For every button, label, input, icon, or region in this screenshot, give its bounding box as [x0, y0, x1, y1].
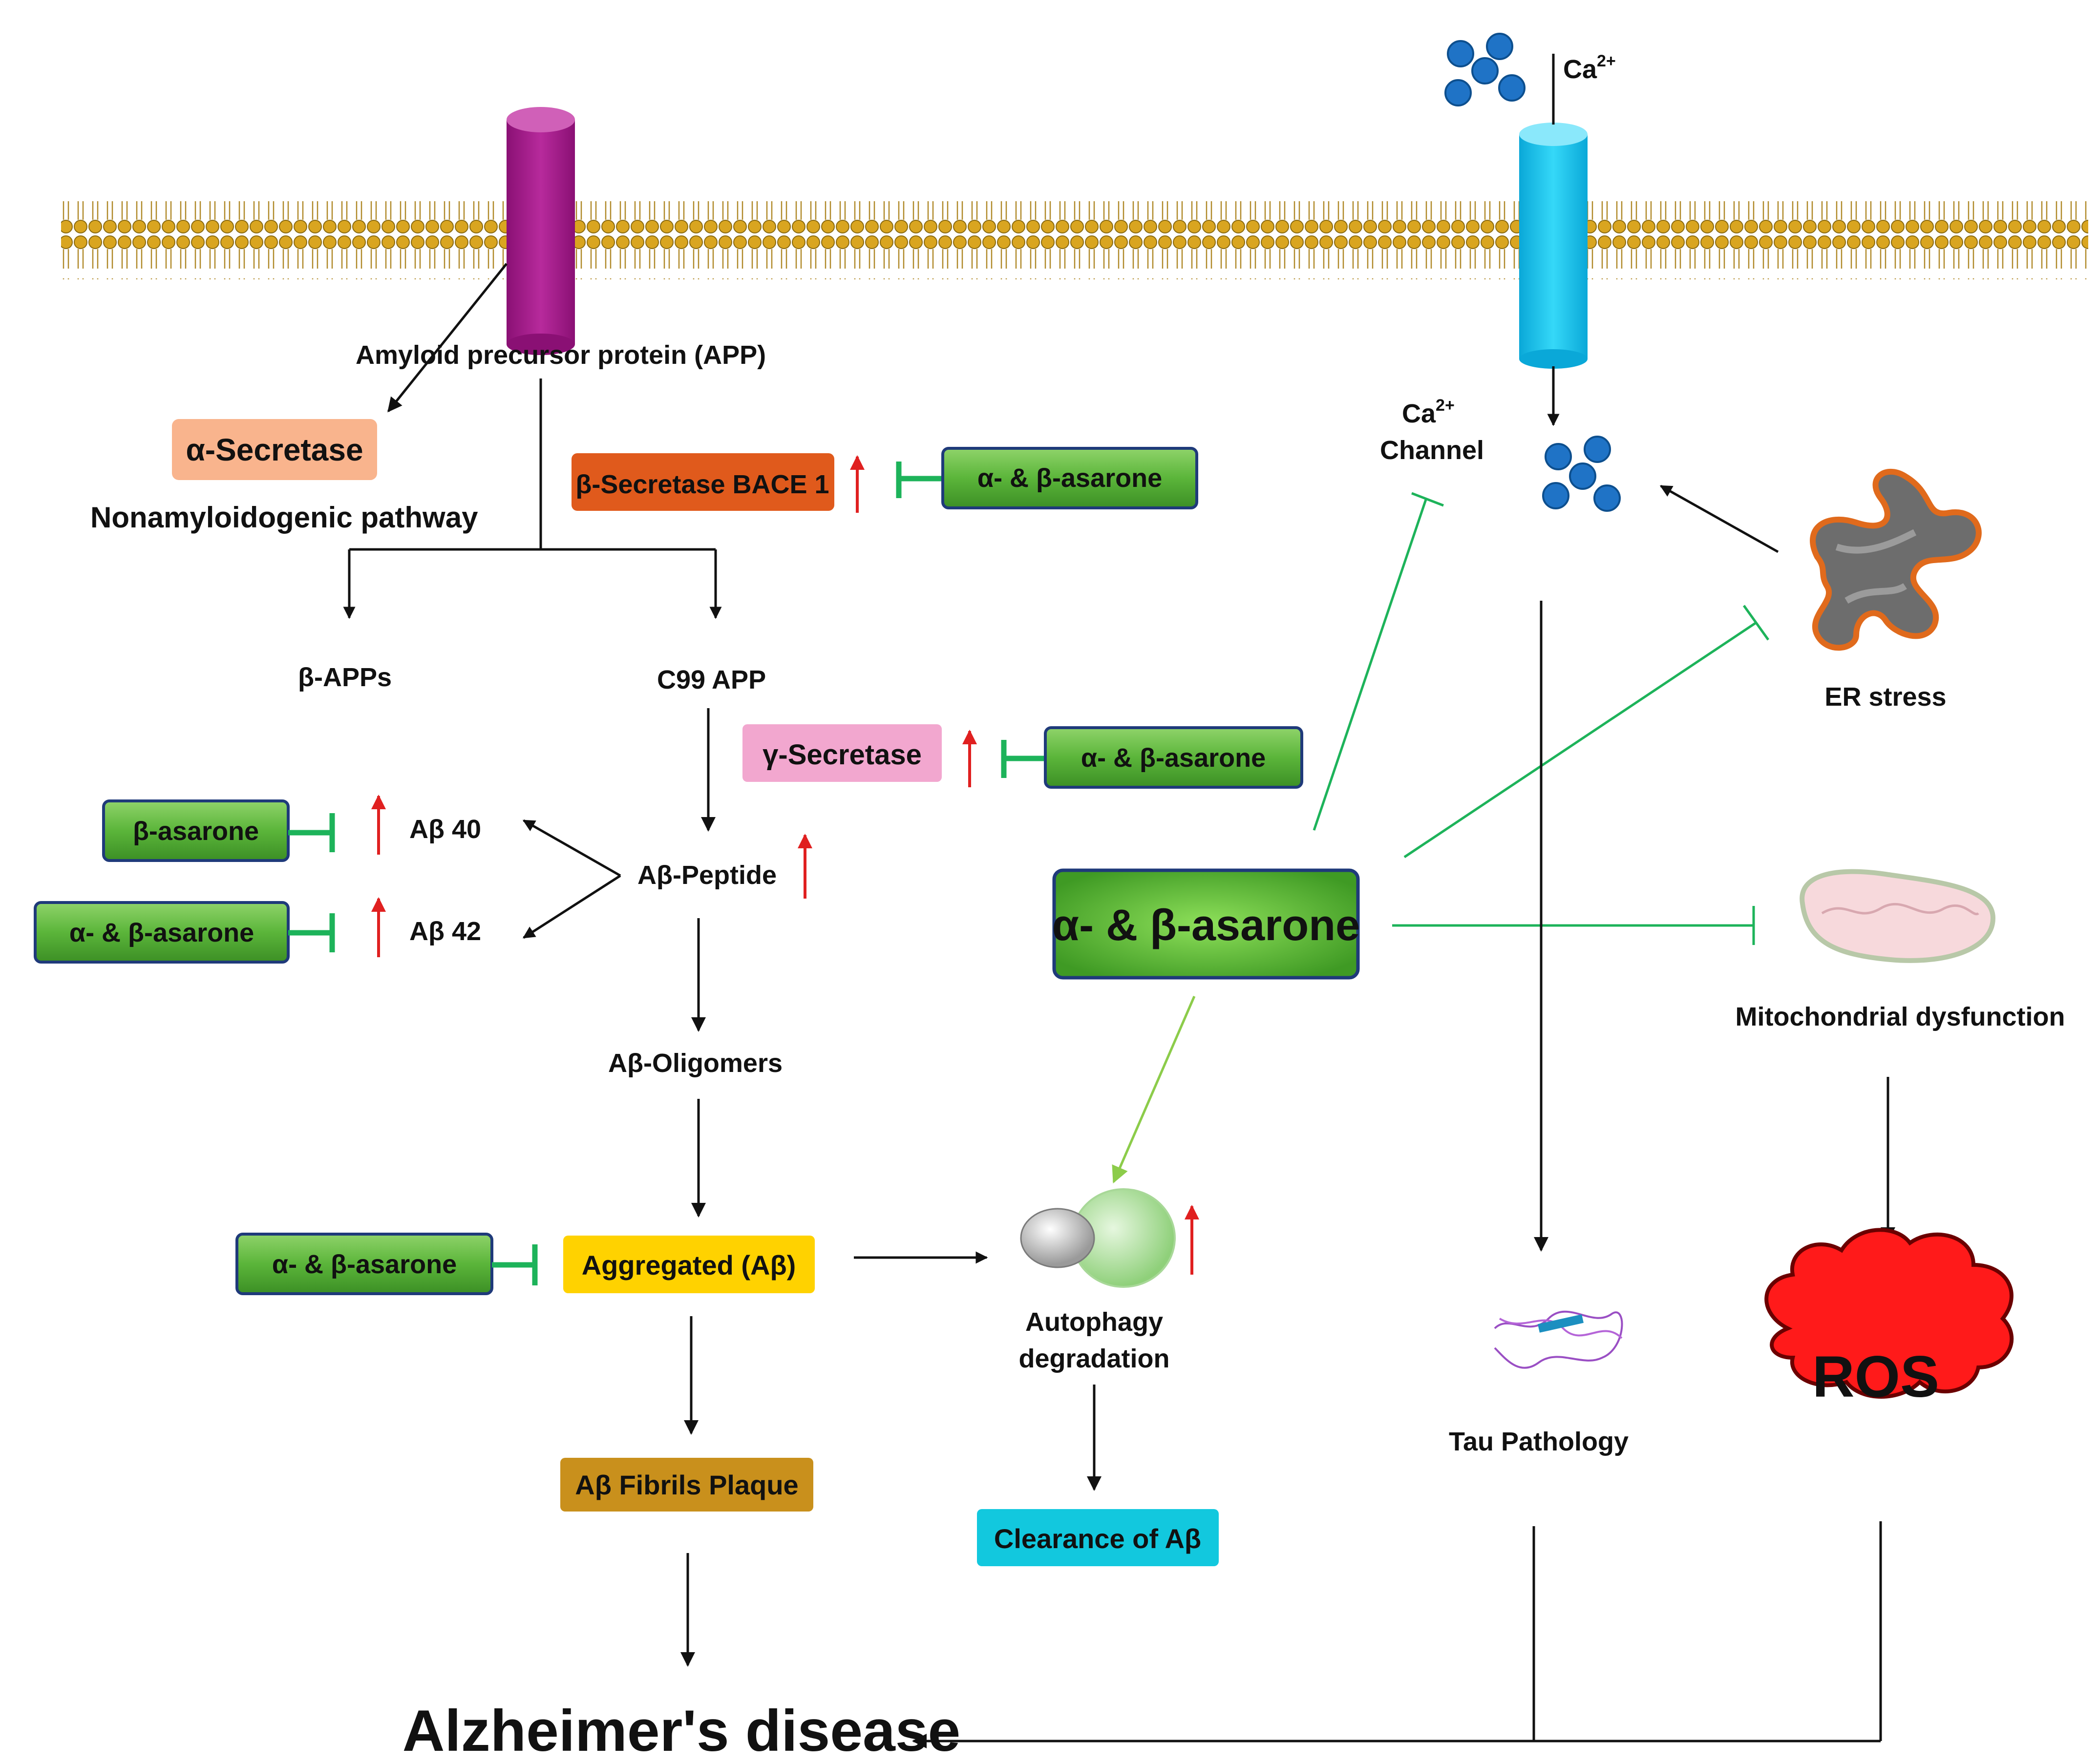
calcium-ion-icon	[1542, 436, 1621, 512]
beta-asarone-label: β-asarone	[133, 817, 259, 846]
tau-label: Tau Pathology	[1449, 1427, 1629, 1456]
asarone-gamma-label: α- & β-asarone	[1081, 743, 1266, 773]
fibrils-label: Aβ Fibrils Plaque	[575, 1470, 798, 1500]
abeta-peptide-label: Aβ-Peptide	[637, 861, 777, 890]
calcium-ion-icon	[1444, 33, 1526, 106]
asarone-bace-box	[941, 447, 1198, 509]
asarone-bace-label: α- & β-asarone	[977, 463, 1162, 493]
autophagy-label-1: Autophagy	[1025, 1307, 1163, 1337]
abeta40-label: Aβ 40	[409, 815, 481, 844]
mitochondria-icon	[1800, 869, 1996, 963]
er-stress-label: ER stress	[1824, 682, 1946, 712]
autophagy-label-2: degradation	[1018, 1344, 1169, 1373]
mito-label: Mitochondrial dysfunction	[1736, 1002, 2065, 1031]
asarone-center-label: α- & β-asarone	[1052, 901, 1360, 950]
asarone-center-box	[1052, 868, 1360, 980]
gamma-secretase-label: γ-Secretase	[763, 739, 922, 771]
autophagy-icon	[1020, 1188, 1176, 1288]
ca-channel-label: Ca2+	[1402, 396, 1455, 428]
alzheimers-label: Alzheimer's disease	[403, 1698, 960, 1764]
ros-cloud-icon	[1764, 1228, 2014, 1399]
clearance-box	[977, 1509, 1219, 1566]
er-stress-icon	[1810, 468, 1982, 651]
gamma-secretase-box	[742, 724, 942, 782]
asarone-a42-label: α- & β-asarone	[69, 918, 254, 947]
bace-box	[572, 453, 834, 511]
abeta-oligomers-label: Aβ-Oligomers	[608, 1049, 783, 1078]
asarone-agg-label: α- & β-asarone	[272, 1250, 457, 1279]
ros-label: ROS	[1812, 1344, 1939, 1409]
bace-label: β-Secretase BACE 1	[575, 470, 829, 499]
calcium-channel-icon	[1519, 123, 1588, 369]
ca-channel-label-2: Channel	[1380, 436, 1484, 465]
alpha-secretase-label: α-Secretase	[186, 432, 363, 467]
ca-top-label: Ca2+	[1563, 52, 1616, 84]
clearance-label: Clearance of Aβ	[994, 1523, 1201, 1554]
beta-apps-label: β-APPs	[298, 663, 392, 692]
app-label: Amyloid precursor protein (APP)	[356, 340, 766, 370]
app-receptor-icon	[507, 107, 575, 355]
c99-label: C99 APP	[657, 665, 766, 694]
tau-protein-icon	[1494, 1310, 1623, 1369]
asarone-gamma-box	[1044, 726, 1303, 789]
nonamyloid-label: Nonamyloidogenic pathway	[90, 501, 478, 534]
aggregated-box	[563, 1236, 815, 1293]
aggregated-label: Aggregated (Aβ)	[582, 1250, 796, 1281]
fibrils-box	[560, 1458, 813, 1512]
membrane-bilayer	[61, 201, 2088, 279]
abeta42-label: Aβ 42	[409, 917, 481, 946]
alpha-secretase-box	[172, 419, 377, 480]
